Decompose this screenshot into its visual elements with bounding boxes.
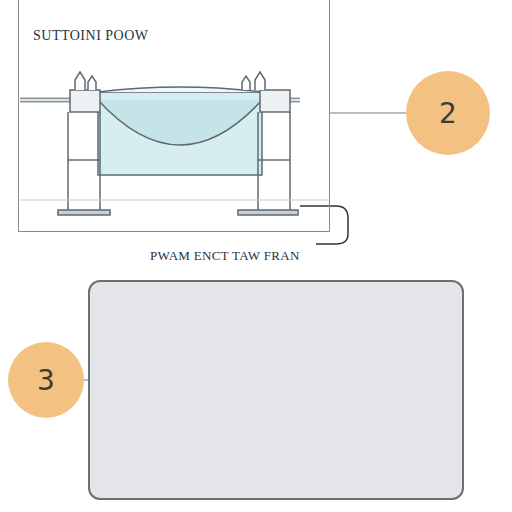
callout-circle: 2: [406, 71, 490, 155]
callout-circle: 3: [8, 342, 84, 418]
panel-heading: SUTTOINI POOW: [33, 28, 149, 44]
wire: [300, 206, 348, 244]
panel-heading: PWAM ENCT TAW FRAN: [148, 248, 302, 264]
callout-number: 3: [37, 364, 55, 397]
panel: PWAM ENCT TAW FRAN: [88, 280, 464, 500]
callout-number: 2: [439, 97, 457, 130]
tank-illustration: [20, 72, 330, 215]
connector-line: [330, 112, 406, 114]
panel: SUTTOINI POOW: [18, 0, 330, 232]
